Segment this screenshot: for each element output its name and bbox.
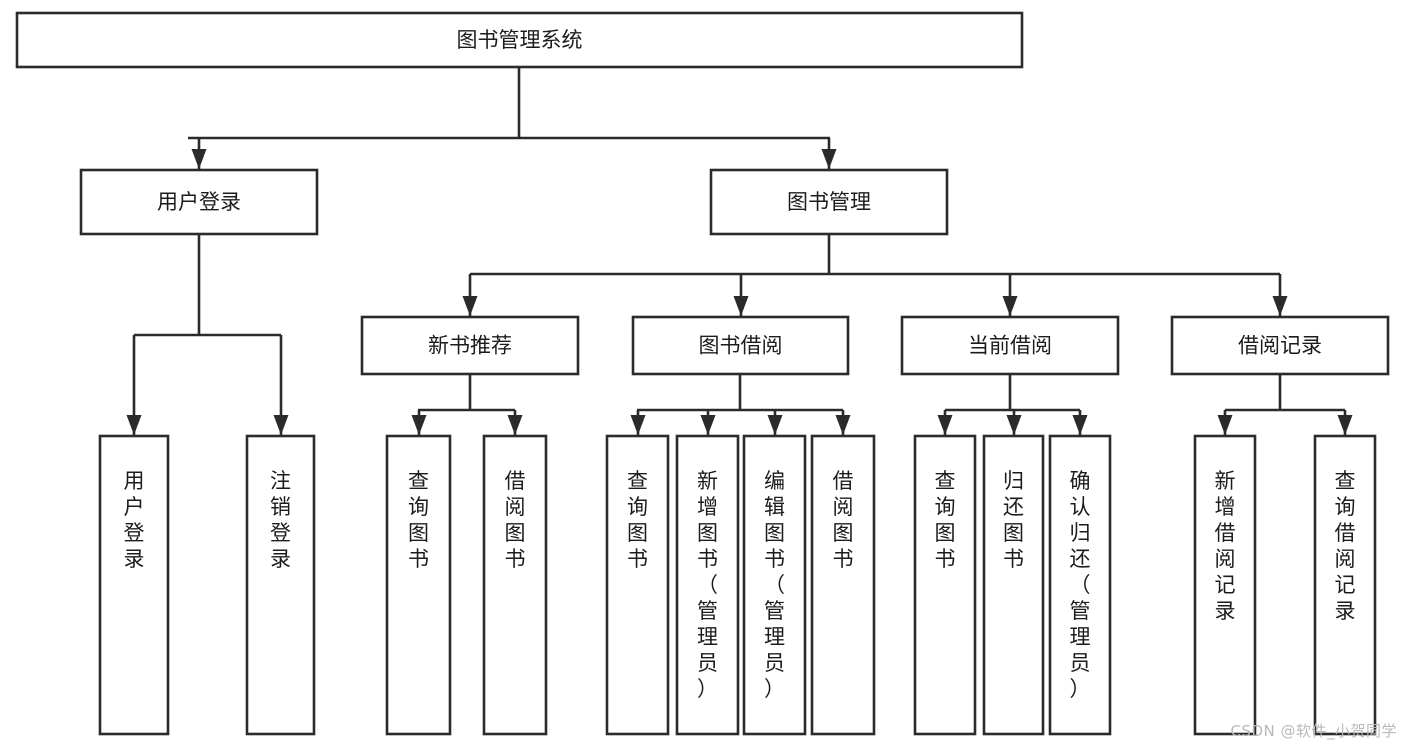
node-label: 用户登录 [124, 469, 145, 571]
node-leaf-query-book-borrow[interactable]: 查询图书 [605, 434, 670, 736]
node-book-manage[interactable]: 图书管理 [709, 168, 949, 236]
connector-layer [126, 67, 1353, 435]
node-label: 借阅记录 [1238, 334, 1322, 358]
node-borrow-record[interactable]: 借阅记录 [1170, 315, 1390, 376]
node-box[interactable] [810, 434, 876, 736]
node-label: 新增图书（管理员） [697, 469, 718, 701]
node-label: 查询借阅记录 [1335, 469, 1356, 623]
connector-group-current-borrow [937, 374, 1088, 435]
node-label: 图书管理 [787, 190, 871, 214]
node-label: 编辑图书（管理员） [764, 469, 785, 701]
node-box[interactable] [913, 434, 977, 736]
node-label: 查询图书 [935, 469, 956, 571]
node-leaf-borrow-book[interactable]: 借阅图书 [810, 434, 876, 736]
node-label: 借阅图书 [833, 469, 854, 571]
node-box[interactable] [1313, 434, 1377, 736]
node-new-book-recommend[interactable]: 新书推荐 [360, 315, 580, 376]
node-leaf-borrow-book-rec[interactable]: 借阅图书 [482, 434, 548, 736]
node-label: 图书借阅 [699, 334, 783, 358]
node-label: 归还图书 [1003, 469, 1024, 571]
node-box[interactable] [982, 434, 1045, 736]
node-box[interactable] [245, 434, 316, 736]
node-box[interactable] [1048, 434, 1112, 736]
node-box[interactable] [482, 434, 548, 736]
node-box[interactable] [79, 168, 319, 236]
node-leaf-add-book[interactable]: 新增图书（管理员） [675, 434, 740, 736]
node-label: 借阅图书 [505, 469, 526, 571]
node-leaf-user-logout[interactable]: 注销登录 [245, 434, 316, 736]
node-leaf-query-book-rec[interactable]: 查询图书 [385, 434, 452, 736]
node-leaf-edit-book[interactable]: 编辑图书（管理员） [742, 434, 807, 736]
node-box[interactable] [98, 434, 170, 736]
node-label: 用户登录 [157, 190, 241, 214]
node-layer: 图书管理系统用户登录图书管理新书推荐图书借阅当前借阅借阅记录用户登录注销登录查询… [15, 11, 1390, 736]
node-box[interactable] [360, 315, 580, 376]
node-root[interactable]: 图书管理系统 [15, 11, 1024, 69]
node-label: 查询图书 [408, 469, 429, 571]
connector-group-book-manage [462, 234, 1288, 316]
node-box[interactable] [385, 434, 452, 736]
connector-group-user-login [126, 234, 289, 435]
connector-group-root [188, 67, 837, 169]
connector-group-new-book-recommend [411, 374, 523, 435]
node-label: 确认归还（管理员） [1070, 469, 1091, 701]
node-label: 图书管理系统 [457, 28, 583, 52]
node-leaf-query-record[interactable]: 查询借阅记录 [1313, 434, 1377, 736]
connector-group-borrow-record [1217, 374, 1353, 435]
node-box[interactable] [15, 11, 1024, 69]
node-current-borrow[interactable]: 当前借阅 [900, 315, 1120, 376]
csdn-watermark: CSDN @软件_小贺同学 [1230, 722, 1397, 740]
node-box[interactable] [900, 315, 1120, 376]
node-leaf-return-book[interactable]: 归还图书 [982, 434, 1045, 736]
node-leaf-add-record[interactable]: 新增借阅记录 [1193, 434, 1257, 736]
node-leaf-user-login[interactable]: 用户登录 [98, 434, 170, 736]
node-leaf-confirm-return[interactable]: 确认归还（管理员） [1048, 434, 1112, 736]
node-label: 查询图书 [627, 469, 648, 571]
connector-group-book-borrow [630, 374, 851, 435]
node-label: 注销登录 [270, 469, 291, 571]
node-box[interactable] [1193, 434, 1257, 736]
node-leaf-query-book-cur[interactable]: 查询图书 [913, 434, 977, 736]
node-box[interactable] [631, 315, 850, 376]
node-label: 当前借阅 [968, 334, 1052, 358]
node-label: 新增借阅记录 [1215, 469, 1236, 623]
node-user-login[interactable]: 用户登录 [79, 168, 319, 236]
node-box[interactable] [709, 168, 949, 236]
node-box[interactable] [605, 434, 670, 736]
node-box[interactable] [1170, 315, 1390, 376]
node-box[interactable] [742, 434, 807, 736]
node-label: 新书推荐 [428, 334, 512, 358]
node-box[interactable] [675, 434, 740, 736]
node-book-borrow[interactable]: 图书借阅 [631, 315, 850, 376]
